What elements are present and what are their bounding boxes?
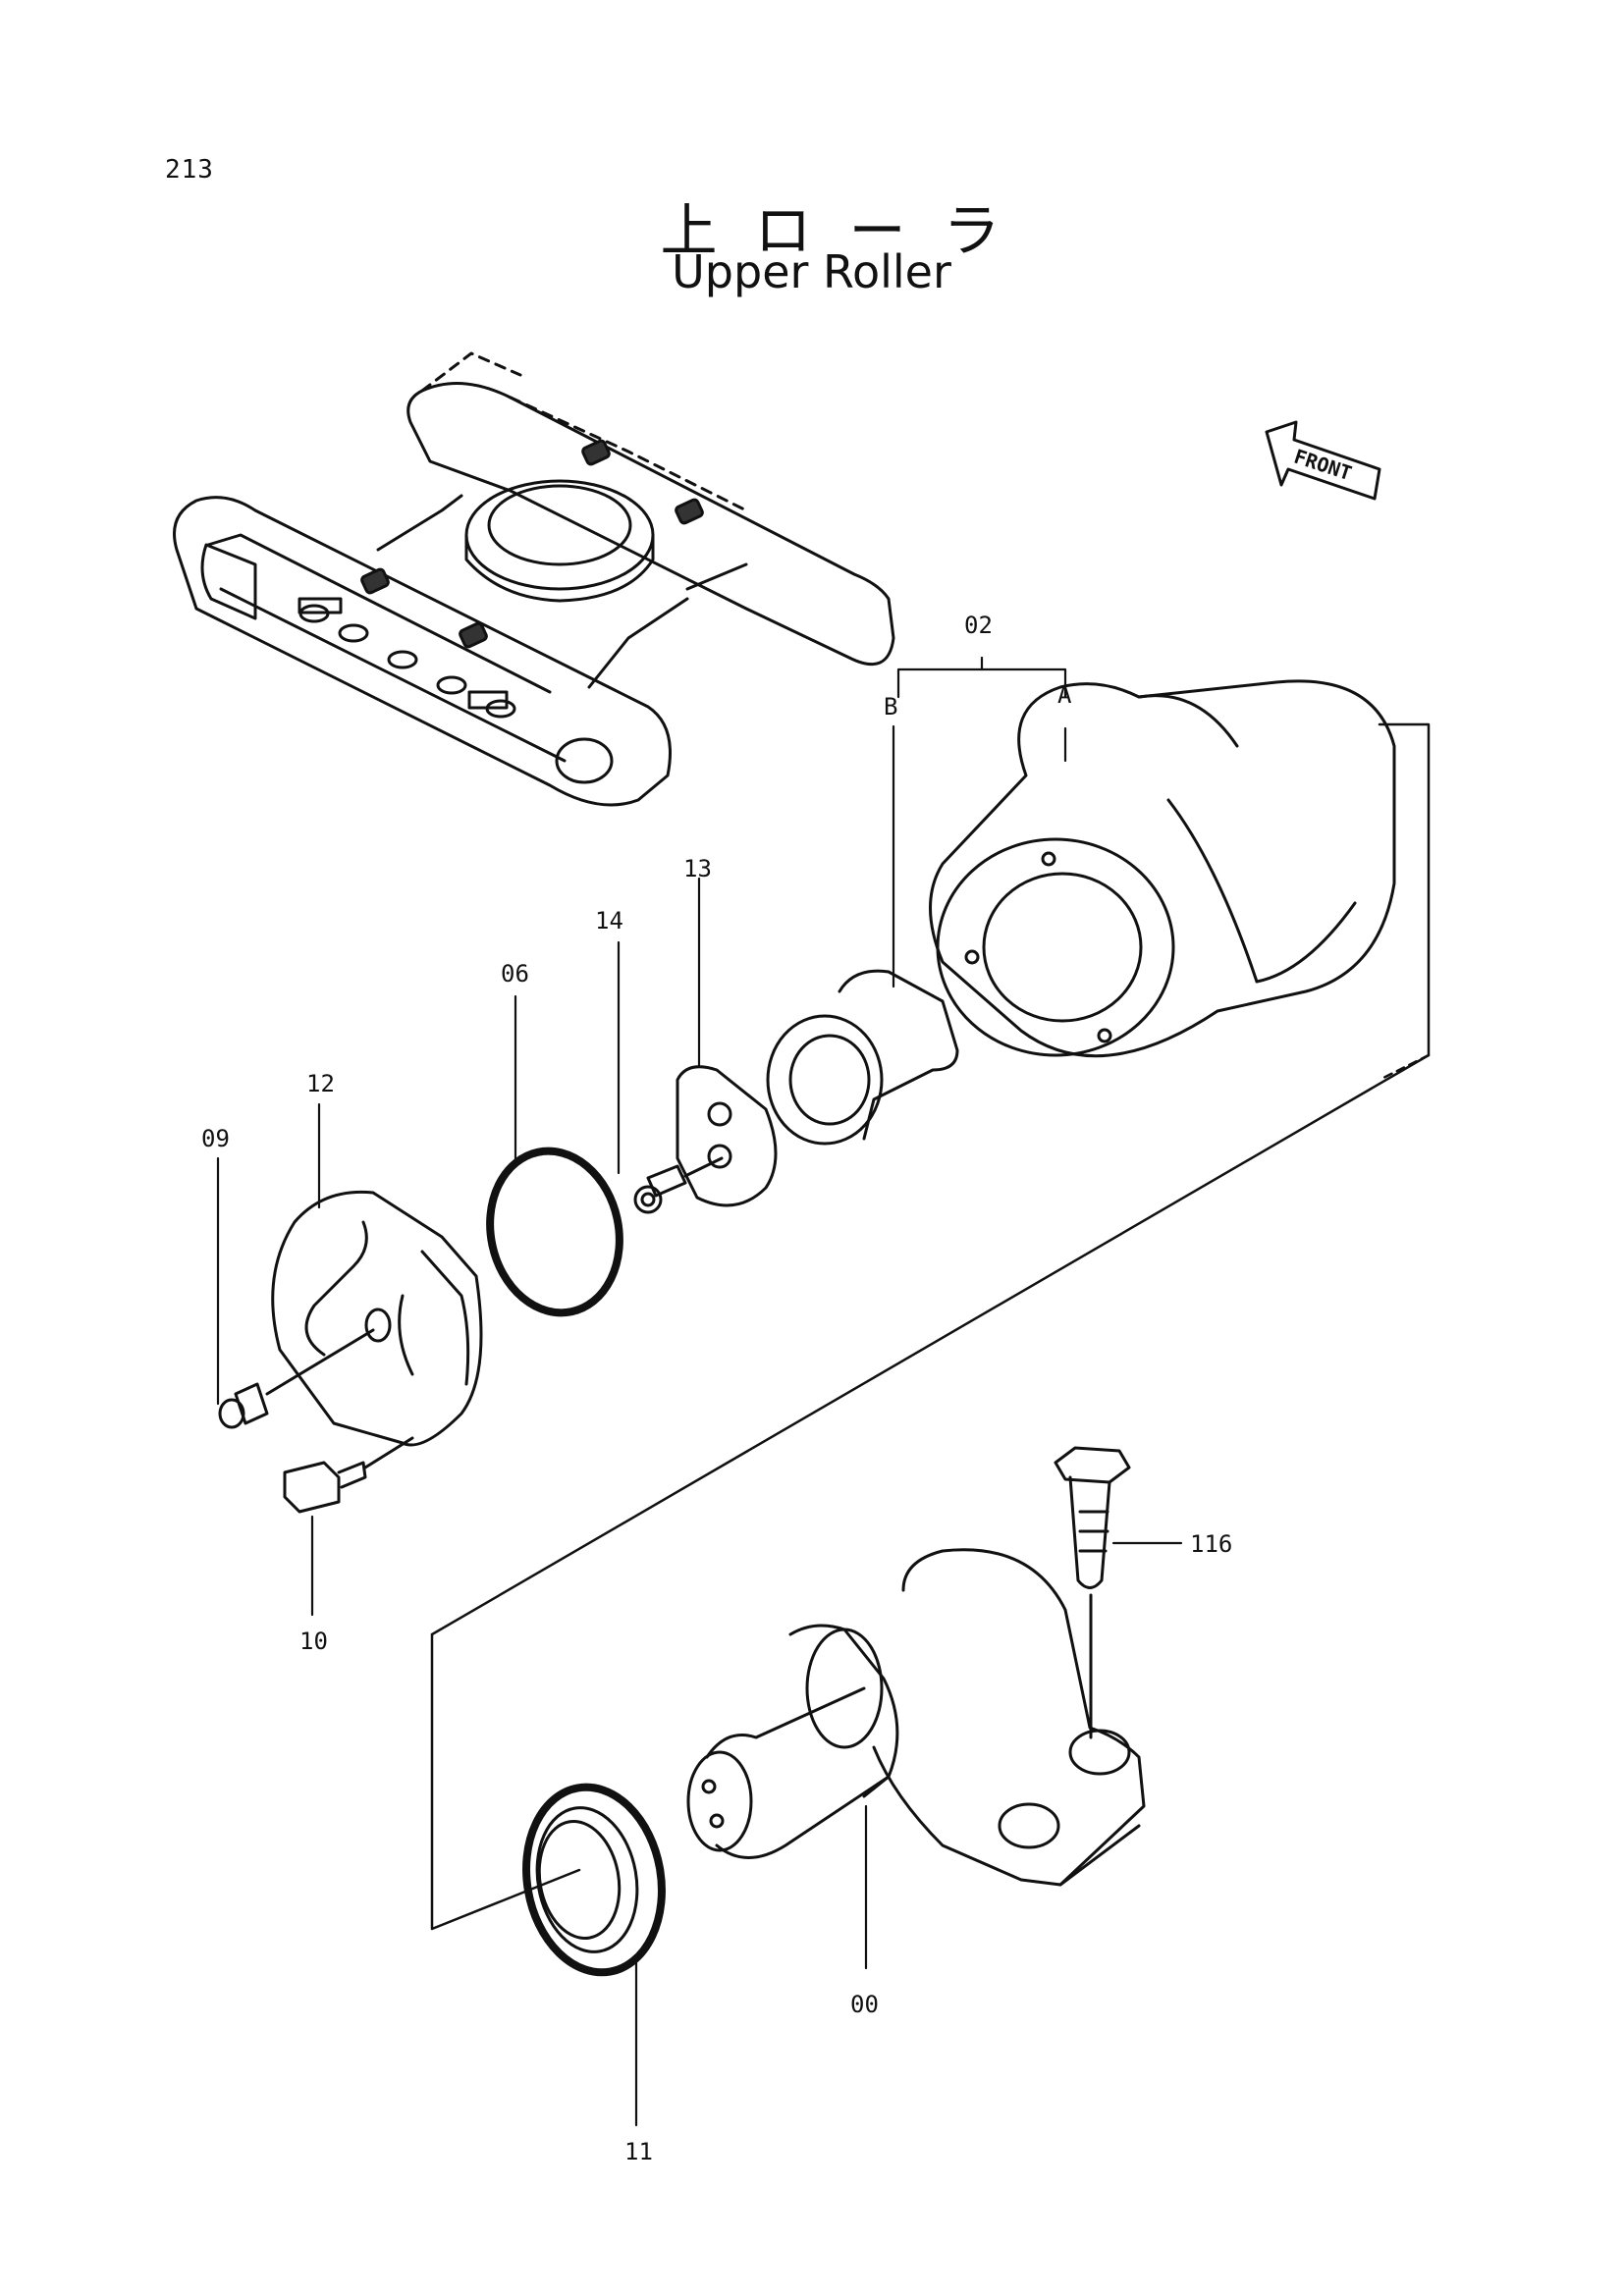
title-japanese: 上ローラ — [660, 197, 1038, 264]
label-12: 12 — [306, 1070, 335, 1097]
title-english: Upper Roller — [672, 245, 951, 298]
front-direction-marker: FRONT — [1265, 420, 1381, 501]
label-02: 02 — [964, 612, 993, 639]
shaft-bracket-00 — [686, 1548, 1146, 1887]
label-116: 116 — [1190, 1530, 1232, 1558]
label-14: 14 — [595, 907, 623, 934]
page-number: 213 — [165, 155, 214, 185]
label-09: 09 — [201, 1125, 230, 1152]
label-A: A — [1057, 681, 1072, 709]
label-00: 00 — [850, 1991, 879, 2018]
label-10: 10 — [299, 1628, 328, 1655]
label-11: 11 — [624, 2138, 653, 2165]
callout-labels: 02 A B 13 14 06 12 09 10 116 00 11 — [201, 612, 1232, 2165]
bolt-116 — [1054, 1446, 1131, 1739]
label-06: 06 — [501, 960, 529, 988]
seal-11 — [522, 1783, 666, 1977]
label-B: B — [884, 693, 897, 721]
undercarriage-overview — [173, 351, 895, 807]
label-13: 13 — [683, 855, 712, 882]
callout-leaders — [216, 656, 1183, 2127]
roller-02-assembly — [218, 679, 1396, 1514]
